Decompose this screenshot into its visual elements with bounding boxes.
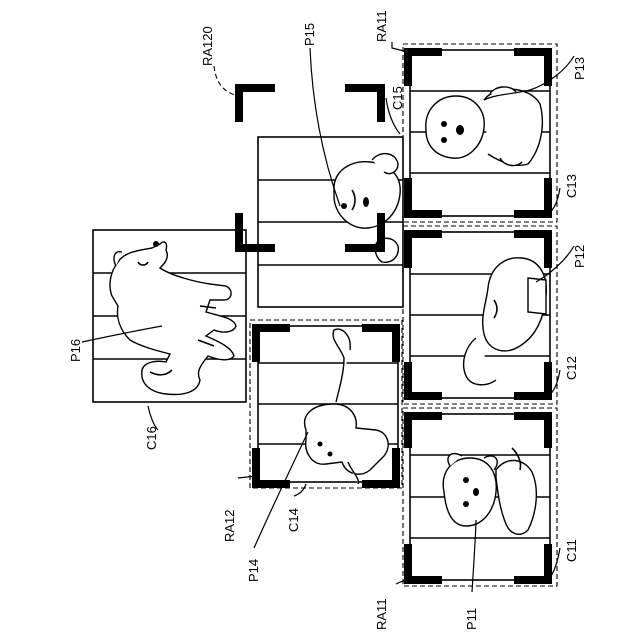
label-p15: P15 xyxy=(302,23,317,46)
label-ra11-bottom: RA11 xyxy=(374,598,389,630)
label-p16: P16 xyxy=(68,339,83,362)
label-ra120: RA120 xyxy=(200,26,215,66)
label-c13: C13 xyxy=(564,174,579,198)
label-ra12: RA12 xyxy=(222,509,237,542)
label-c14: C14 xyxy=(286,508,301,532)
label-p14: P14 xyxy=(246,559,261,582)
label-ra11-top: RA11 xyxy=(374,10,389,42)
label-c16: C16 xyxy=(144,426,159,450)
label-c12: C12 xyxy=(564,356,579,380)
label-p12: P12 xyxy=(572,245,587,268)
label-c11: C11 xyxy=(564,539,579,562)
label-c15: C15 xyxy=(390,86,405,110)
label-p13: P13 xyxy=(572,57,587,80)
label-p11: P11 xyxy=(464,608,479,630)
